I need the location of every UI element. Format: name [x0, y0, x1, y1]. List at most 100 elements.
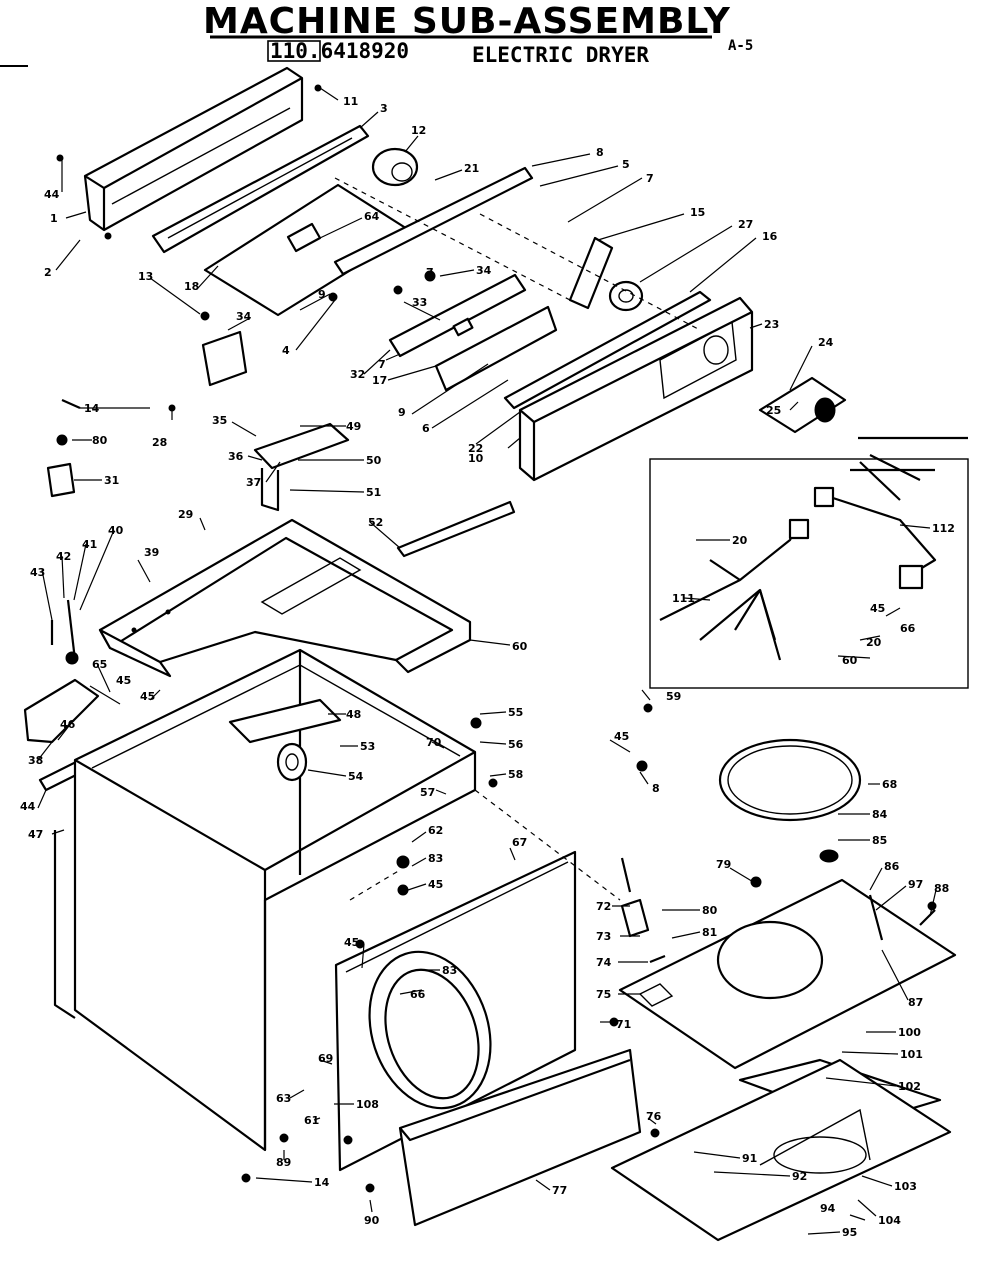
- timer-motor: [371, 147, 419, 187]
- callout-label: 61: [304, 1114, 319, 1127]
- callout-label: 7: [646, 172, 654, 185]
- callout-label: 88: [934, 882, 949, 895]
- callout-label: 60: [512, 640, 528, 653]
- model-number: 110.6418920: [270, 39, 409, 63]
- callout-label: 45: [870, 602, 885, 615]
- callout-label: 17: [372, 374, 387, 387]
- switch-bracket: [758, 376, 847, 434]
- callout-label: 87: [908, 996, 923, 1009]
- diagram-title: MACHINE SUB-ASSEMBLY: [203, 1, 731, 42]
- bottom-tray: [610, 1058, 952, 1242]
- door-switch: [201, 330, 248, 387]
- callout-label: 53: [360, 740, 375, 753]
- callout-label: 65: [92, 658, 107, 671]
- callout-label: 20: [866, 636, 882, 649]
- callout-label: 2: [44, 266, 52, 279]
- timer-assembly: [568, 236, 644, 312]
- callout-label: 8: [652, 782, 660, 795]
- callout-label: 34: [476, 264, 492, 277]
- callout-label: 7: [378, 358, 386, 371]
- callout-label: 70: [426, 736, 442, 749]
- callout-label: 13: [138, 270, 153, 283]
- callout-label: 76: [646, 1110, 662, 1123]
- callout-label: 90: [364, 1214, 380, 1227]
- callout-label: 100: [898, 1026, 921, 1039]
- callout-label: 12: [411, 124, 426, 137]
- callout-label: 58: [508, 768, 523, 781]
- wiring-harness-box: [649, 436, 969, 689]
- callout-label: 112: [932, 522, 955, 535]
- callout-label: 9: [318, 288, 326, 301]
- callout-label: 8: [596, 146, 604, 159]
- callout-label: 28: [152, 436, 167, 449]
- callout-label: 45: [116, 674, 131, 687]
- callout-label: 83: [428, 852, 443, 865]
- callout-label: 94: [820, 1202, 836, 1215]
- callout-label: 77: [552, 1184, 567, 1197]
- console-top-rail: [333, 166, 534, 276]
- callout-label: 48: [346, 708, 361, 721]
- callout-label: 91: [742, 1152, 757, 1165]
- top-panel: [98, 518, 472, 678]
- drum-belt: [718, 738, 862, 822]
- callout-label: 80: [702, 904, 718, 917]
- callout-label: 27: [738, 218, 753, 231]
- console-front-panel: [518, 296, 754, 482]
- toe-panel: [398, 1048, 642, 1227]
- callout-label: 14: [84, 402, 100, 415]
- callout-label: 22: [468, 442, 483, 455]
- callout-label: 64: [364, 210, 380, 223]
- callout-label: 45: [428, 878, 443, 891]
- callout-label: 24: [818, 336, 834, 349]
- front-panel: [334, 850, 577, 1172]
- callout-label: 86: [884, 860, 900, 873]
- control-panel: [388, 273, 558, 392]
- callout-label: 7: [426, 266, 434, 279]
- callout-label: 69: [318, 1052, 333, 1065]
- callout-label: 49: [346, 420, 361, 433]
- callout-label: 32: [350, 368, 365, 381]
- callout-label: 67: [512, 836, 527, 849]
- callout-label: 111: [672, 592, 695, 605]
- callout-label: 14: [314, 1176, 330, 1189]
- callout-label: 54: [348, 770, 364, 783]
- callout-label: 46: [60, 718, 76, 731]
- callout-label: 16: [762, 230, 778, 243]
- callout-label: 25: [766, 404, 781, 417]
- callout-label: 79: [716, 858, 731, 871]
- callout-label: 55: [508, 706, 523, 719]
- callout-label: 44: [44, 188, 60, 201]
- callout-label: 56: [508, 738, 524, 751]
- callout-label: 36: [228, 450, 244, 463]
- console-front-rail: [503, 290, 712, 410]
- product-name: ELECTRIC DRYER: [472, 43, 649, 67]
- callout-label: 15: [690, 206, 705, 219]
- callout-label: 75: [596, 988, 611, 1001]
- thermostat-parts: [46, 398, 176, 498]
- callout-label: 80: [92, 434, 108, 447]
- callout-label: 10: [468, 452, 484, 465]
- callout-label: 92: [792, 1170, 807, 1183]
- callout-label: 85: [872, 834, 887, 847]
- callout-label: 62: [428, 824, 443, 837]
- callout-label: 71: [616, 1018, 631, 1031]
- callout-label: 104: [878, 1214, 901, 1227]
- igniter: [396, 500, 516, 558]
- callout-label: 63: [276, 1092, 291, 1105]
- callout-label: 41: [82, 538, 97, 551]
- callout-label: 81: [702, 926, 717, 939]
- callout-label: 4: [282, 344, 290, 357]
- callout-label: 73: [596, 930, 611, 943]
- callout-label: 97: [908, 878, 923, 891]
- terminal-block: [253, 422, 350, 512]
- callout-label: 23: [764, 318, 779, 331]
- callout-label: 33: [412, 296, 427, 309]
- callout-label: 89: [276, 1156, 291, 1169]
- callout-label: 68: [882, 778, 897, 791]
- callout-label: 1: [50, 212, 58, 225]
- callout-label: 51: [366, 486, 381, 499]
- callout-label: 45: [140, 690, 155, 703]
- callout-label: 42: [56, 550, 71, 563]
- callout-label: 34: [236, 310, 252, 323]
- callout-label: 57: [420, 786, 435, 799]
